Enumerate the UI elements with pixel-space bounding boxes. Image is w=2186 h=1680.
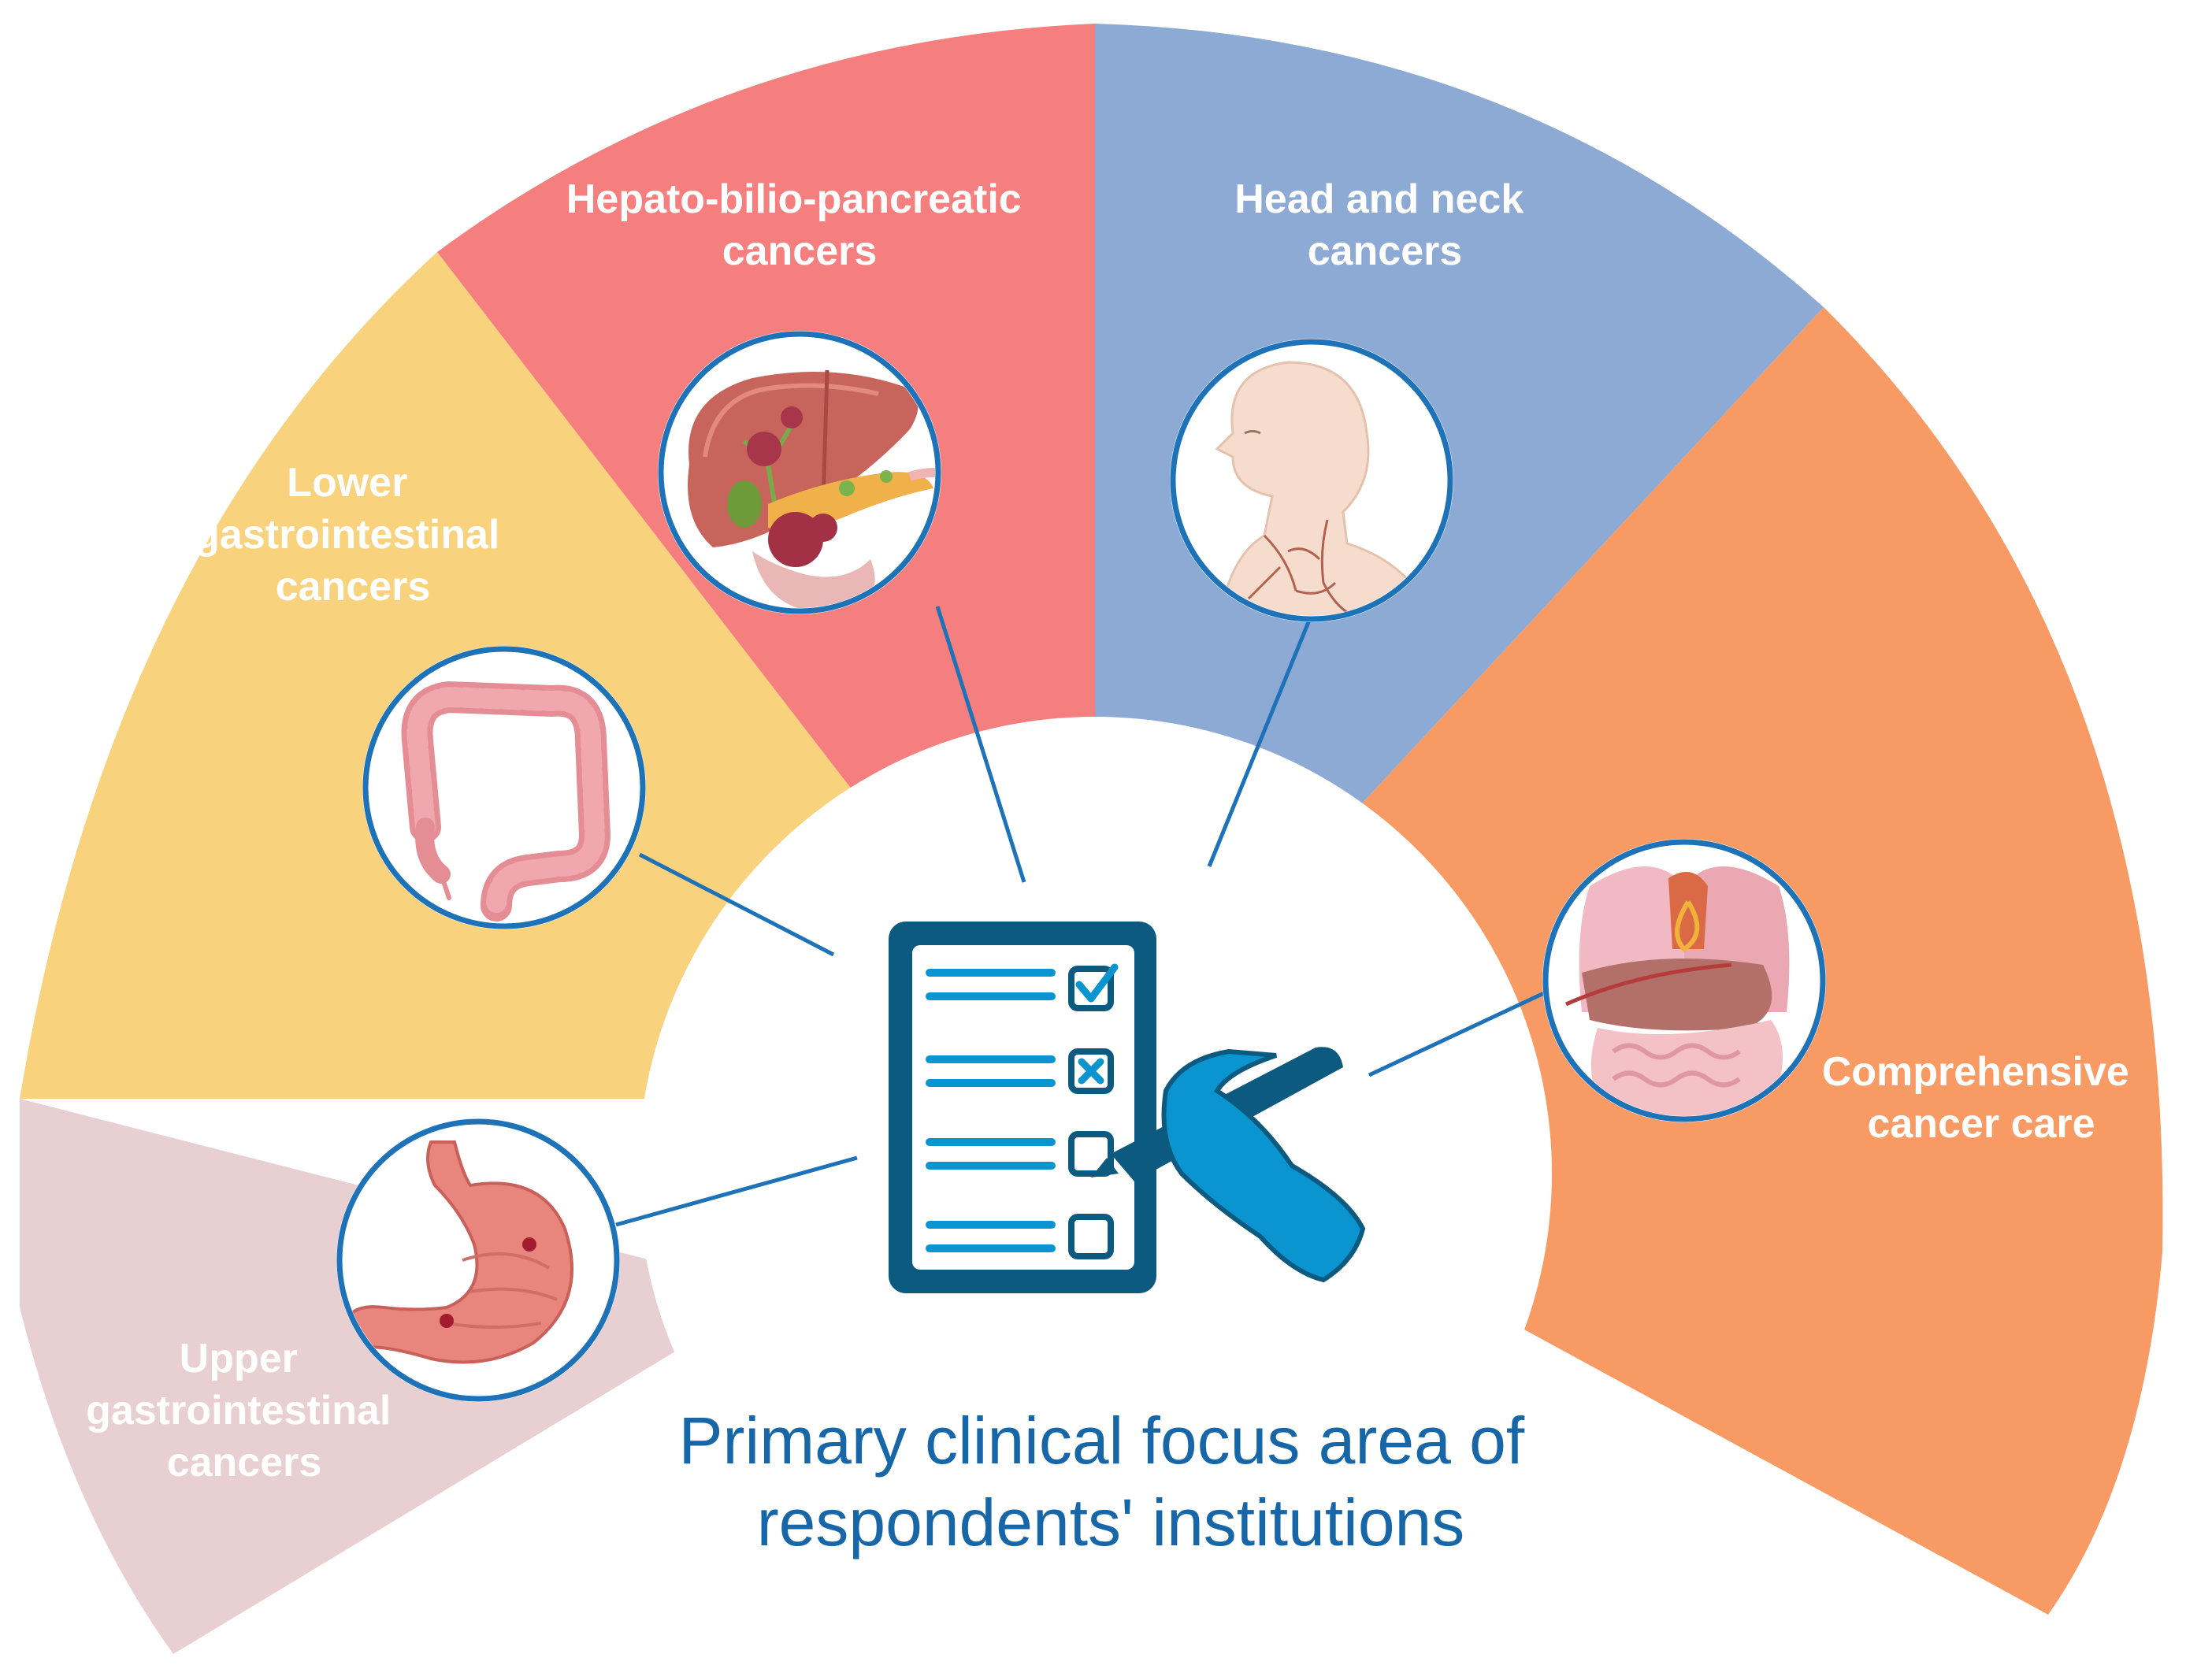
head-neck-icon [1170, 339, 1453, 622]
title-line-2: respondents' institutions [757, 1485, 1465, 1559]
checklist-clipboard-icon [889, 922, 1366, 1293]
connector-comprehensive [1368, 990, 1547, 1077]
title-line-1: Primary clinical focus area of [678, 1404, 1524, 1478]
stomach-icon [336, 1118, 620, 1402]
connector-lines [615, 606, 1547, 1227]
liver-pancreas-icon [658, 331, 941, 614]
label-lower-gi: Lower gastrointestinal cancers [195, 460, 511, 610]
colon-icon [362, 646, 646, 929]
connector-head-neck [1207, 614, 1314, 867]
diagram-title: Primary clinical focus area of responden… [678, 1404, 1542, 1559]
label-head-neck: Head and neck cancers [1234, 176, 1535, 274]
label-upper-gi: Upper gastrointestinal cancers [86, 1336, 403, 1485]
connector-lower-gi [638, 852, 835, 957]
segment-labels: Hepato-bilio-pancreatic cancers Head and… [86, 176, 2141, 1485]
connector-hbp [935, 606, 1026, 883]
clipboard-sheet [912, 945, 1134, 1270]
label-hbp: Hepato-bilio-pancreatic cancers [566, 176, 1033, 274]
torso-organs-icon [1542, 839, 1826, 1122]
checkbox-checked-icon [1068, 963, 1119, 1011]
checklist-lines [926, 969, 1056, 1252]
connector-upper-gi [615, 1155, 858, 1227]
label-comprehensive: Comprehensive cancer care [1822, 1049, 2141, 1147]
checkbox-empty-icon [1068, 1214, 1114, 1259]
checkbox-crossed-icon [1068, 1048, 1114, 1094]
hand-pen-icon [1091, 1047, 1366, 1283]
